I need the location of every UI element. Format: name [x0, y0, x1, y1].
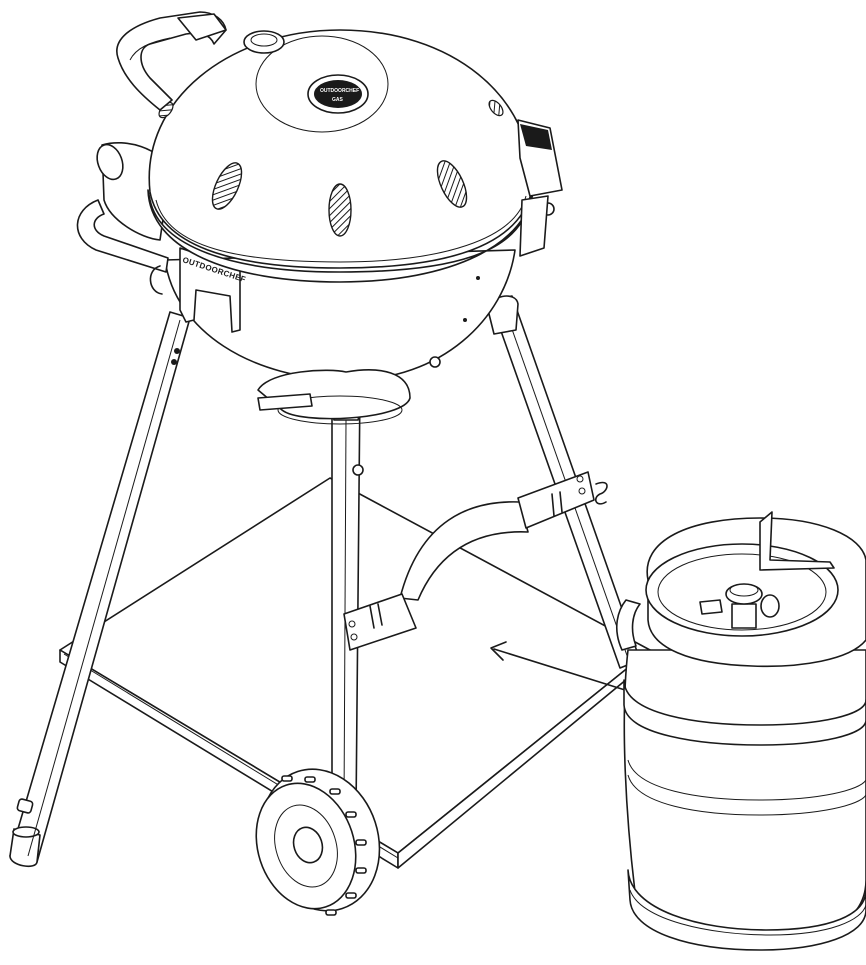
lid-logo-badge: OUTDOORCHEF GAS: [307, 74, 369, 114]
grill-bowl: [164, 249, 516, 425]
wheel: [255, 768, 381, 916]
grill-lid: OUTDOORCHEF GAS: [147, 29, 535, 283]
gas-bottle: [615, 511, 866, 951]
lid-hinge: [517, 119, 563, 257]
lid-thermometer: [243, 30, 285, 54]
brand-label-lid-top: OUTDOORCHEF: [320, 88, 359, 94]
gas-valve: [699, 583, 780, 629]
lid-vents: [158, 99, 504, 237]
wheel-tread: [281, 775, 367, 916]
gas-bottle-strap: [343, 471, 608, 651]
brand-label-lid-bottom: GAS: [332, 97, 344, 103]
lid-handle: [116, 11, 227, 111]
insert-direction-arrow: [490, 641, 626, 691]
